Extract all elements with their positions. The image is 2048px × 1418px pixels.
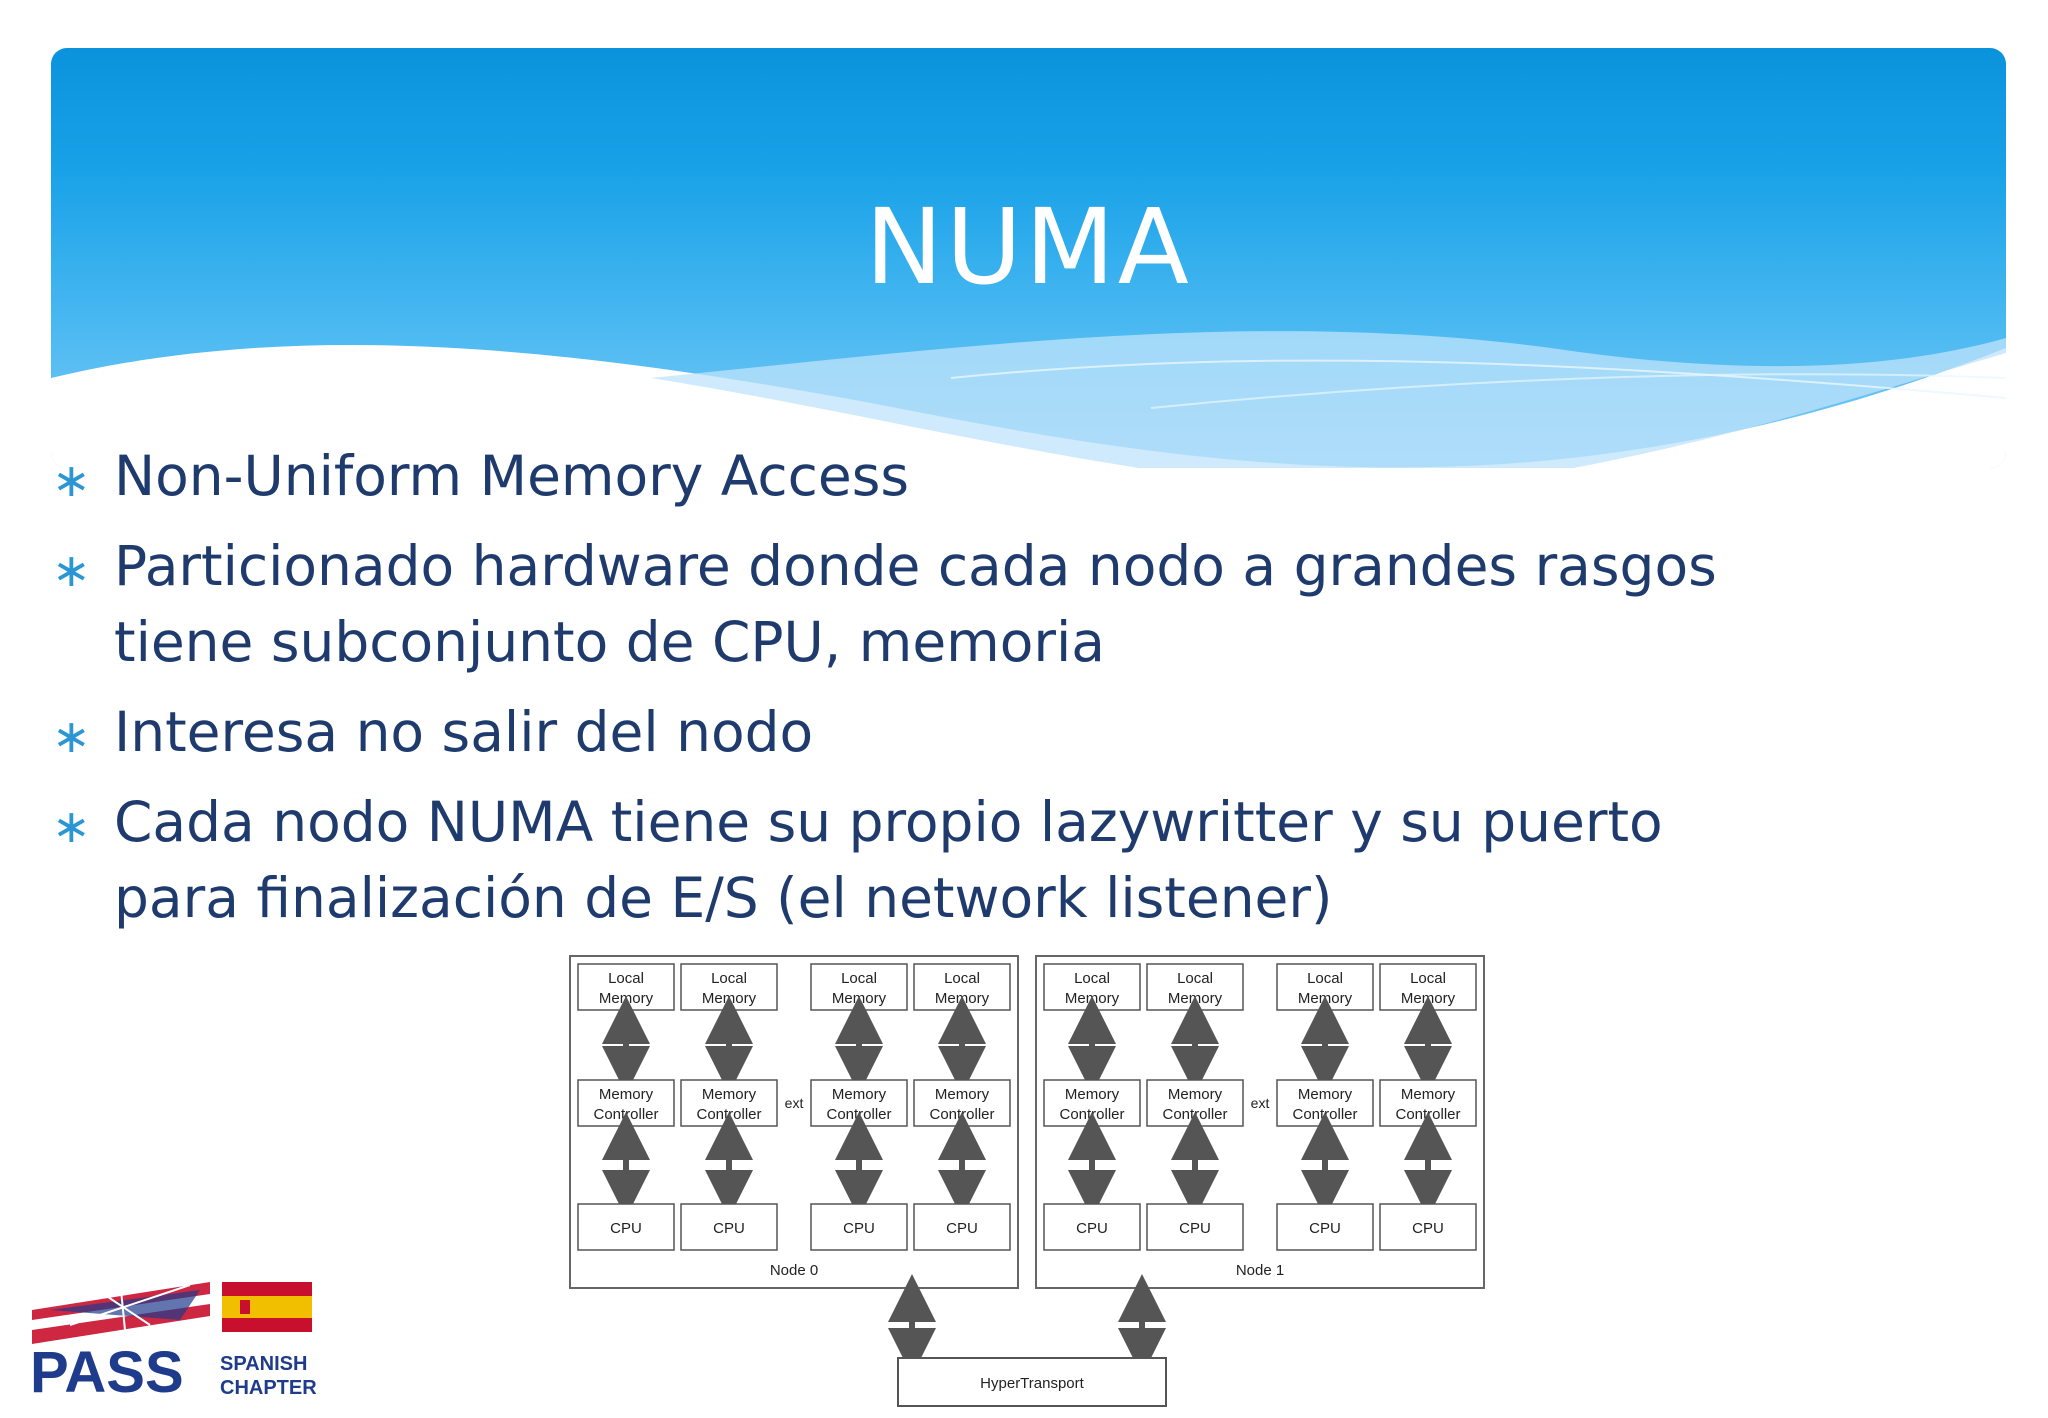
memory-controller-label: Memory: [935, 1086, 990, 1103]
cpu-box: [577, 1203, 675, 1251]
hypertransport-box: [897, 1357, 1167, 1407]
bullet-text: Interesa no salir del nodo: [114, 700, 814, 764]
numa-architecture-diagram: LocalMemoryMemoryControllerCPULocalMemor…: [569, 955, 1485, 1407]
bullet-list: ∗ Non-Uniform Memory Access ∗ Particiona…: [52, 438, 1752, 950]
logo-name: PASS: [30, 1340, 184, 1400]
logo-line1: SPANISH: [220, 1353, 307, 1375]
cpu-box: [1146, 1203, 1244, 1251]
memory-controller-label: Controller: [593, 1106, 658, 1123]
memory-controller-label: Controller: [1059, 1106, 1124, 1123]
pass-flag-emblem: [32, 1280, 210, 1344]
memory-controller-label: Memory: [702, 1086, 757, 1103]
pass-spanish-chapter-logo: PASS SPANISH CHAPTER: [30, 1280, 317, 1400]
cpu-label: CPU: [946, 1220, 978, 1237]
local-memory-label: Memory: [832, 990, 887, 1007]
local-memory-label: Local: [711, 970, 747, 987]
node-label: Node 1: [1236, 1262, 1284, 1279]
cpu-label: CPU: [713, 1220, 745, 1237]
cpu-box: [680, 1203, 778, 1251]
memory-controller-label: Controller: [1162, 1106, 1227, 1123]
local-memory-label: Memory: [599, 990, 654, 1007]
local-memory-label: Memory: [1401, 990, 1456, 1007]
memory-controller-label: Controller: [696, 1106, 761, 1123]
hypertransport-label: HyperTransport: [980, 1375, 1084, 1392]
cpu-label: CPU: [610, 1220, 642, 1237]
memory-controller-label: Memory: [1298, 1086, 1353, 1103]
asterisk-bullet-icon: ∗: [52, 799, 91, 853]
slide-header-banner: NUMA: [51, 48, 2006, 468]
memory-controller-label: Controller: [1395, 1106, 1460, 1123]
cpu-label: CPU: [843, 1220, 875, 1237]
memory-controller-label: Controller: [1292, 1106, 1357, 1123]
cpu-box: [1276, 1203, 1374, 1251]
local-memory-label: Local: [1177, 970, 1213, 987]
cpu-box: [810, 1203, 908, 1251]
memory-controller-label: Memory: [1168, 1086, 1223, 1103]
asterisk-bullet-icon: ∗: [52, 709, 91, 763]
ext-label: ext: [785, 1095, 804, 1111]
cpu-box: [1379, 1203, 1477, 1251]
local-memory-label: Memory: [1298, 990, 1353, 1007]
bullet-text: Particionado hardware donde cada nodo a …: [114, 534, 1717, 674]
local-memory-label: Memory: [702, 990, 757, 1007]
local-memory-label: Local: [841, 970, 877, 987]
spain-flag-icon: [222, 1282, 312, 1332]
logo-line2: CHAPTER: [220, 1377, 317, 1399]
memory-controller-label: Memory: [1065, 1086, 1120, 1103]
memory-controller-label: Memory: [599, 1086, 654, 1103]
ext-label: ext: [1251, 1095, 1270, 1111]
memory-controller-label: Controller: [826, 1106, 891, 1123]
asterisk-bullet-icon: ∗: [52, 453, 91, 507]
bullet-item: ∗ Interesa no salir del nodo: [52, 694, 1752, 770]
memory-controller-label: Memory: [832, 1086, 887, 1103]
cpu-box: [1043, 1203, 1141, 1251]
cpu-label: CPU: [1309, 1220, 1341, 1237]
header-wave-decoration: [51, 331, 2006, 468]
local-memory-label: Local: [608, 970, 644, 987]
local-memory-label: Local: [1074, 970, 1110, 987]
cpu-label: CPU: [1076, 1220, 1108, 1237]
bullet-item: ∗ Non-Uniform Memory Access: [52, 438, 1752, 514]
cpu-label: CPU: [1179, 1220, 1211, 1237]
bullet-text: Cada nodo NUMA tiene su propio lazywritt…: [114, 790, 1663, 930]
slide-title: NUMA: [865, 186, 1192, 308]
bullet-text: Non-Uniform Memory Access: [114, 444, 910, 508]
bullet-item: ∗ Cada nodo NUMA tiene su propio lazywri…: [52, 784, 1752, 936]
local-memory-label: Memory: [1065, 990, 1120, 1007]
local-memory-label: Local: [944, 970, 980, 987]
local-memory-label: Local: [1410, 970, 1446, 987]
asterisk-bullet-icon: ∗: [52, 543, 91, 597]
local-memory-label: Local: [1307, 970, 1343, 987]
cpu-box: [913, 1203, 1011, 1251]
memory-controller-label: Memory: [1401, 1086, 1456, 1103]
bullet-item: ∗ Particionado hardware donde cada nodo …: [52, 528, 1752, 680]
local-memory-label: Memory: [1168, 990, 1223, 1007]
cpu-label: CPU: [1412, 1220, 1444, 1237]
node-label: Node 0: [770, 1262, 818, 1279]
local-memory-label: Memory: [935, 990, 990, 1007]
memory-controller-label: Controller: [929, 1106, 994, 1123]
